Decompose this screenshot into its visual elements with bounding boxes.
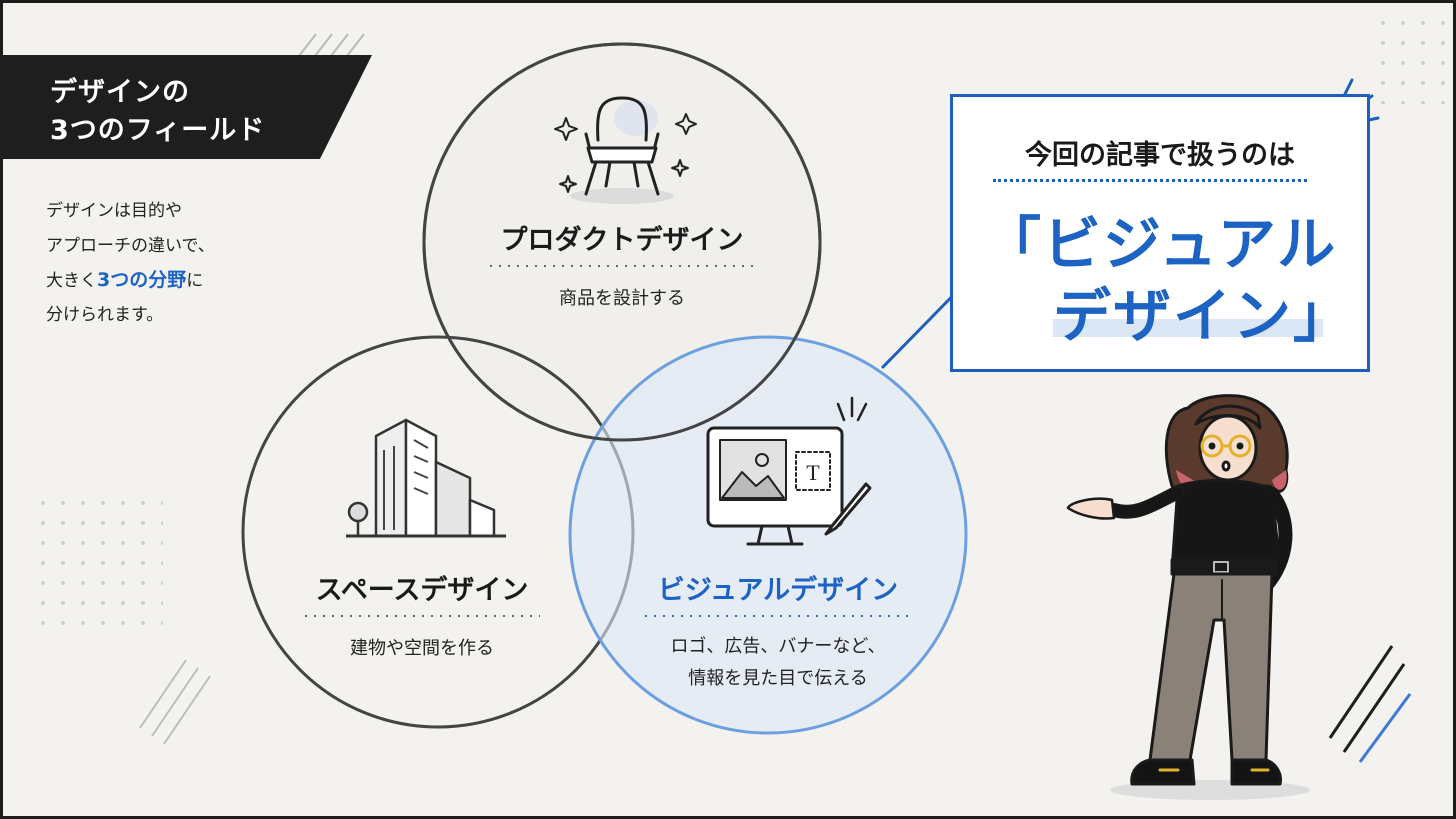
dot-grid-right bbox=[1366, 14, 1446, 104]
callout-box: 今回の記事で扱うのは 「ビジュアル デザイン」 bbox=[950, 94, 1370, 372]
callout-highlight bbox=[1053, 319, 1323, 337]
intro-line-2: アプローチの違いで、 bbox=[46, 236, 215, 256]
svg-text:T: T bbox=[806, 460, 820, 485]
chair-icon bbox=[554, 96, 697, 204]
dot-grid-left bbox=[28, 486, 163, 636]
monitor-icon: T bbox=[706, 396, 872, 546]
callout-big-line-1: 「ビジュアル bbox=[983, 210, 1338, 278]
slash-marks-bottom-right bbox=[1328, 645, 1412, 763]
intro-line-3-post: に bbox=[186, 271, 204, 291]
circle-visual bbox=[568, 335, 968, 735]
product-design-desc: 商品を設計する bbox=[559, 288, 685, 309]
intro-line-3-pre: 大きく bbox=[46, 271, 97, 291]
intro-line-3: 大きく3つの分野に bbox=[46, 265, 203, 292]
intro-line-4: 分けられます。 bbox=[46, 305, 164, 325]
visual-design-desc-2: 情報を見た目で伝える bbox=[688, 668, 868, 689]
product-design-title: プロダクトデザイン bbox=[500, 225, 744, 256]
intro-line-1: デザインは目的や bbox=[46, 201, 182, 221]
callout-heading: 今回の記事で扱うのは bbox=[1025, 140, 1295, 171]
building-icon bbox=[346, 418, 506, 538]
visual-design-title: ビジュアルデザイン bbox=[657, 575, 899, 606]
page-title-line-2: 3つのフィールド bbox=[50, 115, 266, 146]
callout-divider bbox=[993, 179, 1307, 182]
space-design-desc: 建物や空間を作る bbox=[350, 638, 494, 659]
visual-design-desc-1: ロゴ、広告、バナーなど、 bbox=[670, 636, 886, 657]
slash-marks-bottom-left bbox=[139, 659, 211, 745]
title-banner bbox=[0, 55, 372, 159]
intro-accent: 3つの分野 bbox=[97, 269, 187, 291]
presenter-character bbox=[1066, 394, 1310, 800]
space-design-title: スペースデザイン bbox=[315, 575, 529, 606]
callout-big-line-2: デザイン」 bbox=[1053, 282, 1354, 350]
page-title-line-1: デザインの bbox=[50, 77, 190, 108]
